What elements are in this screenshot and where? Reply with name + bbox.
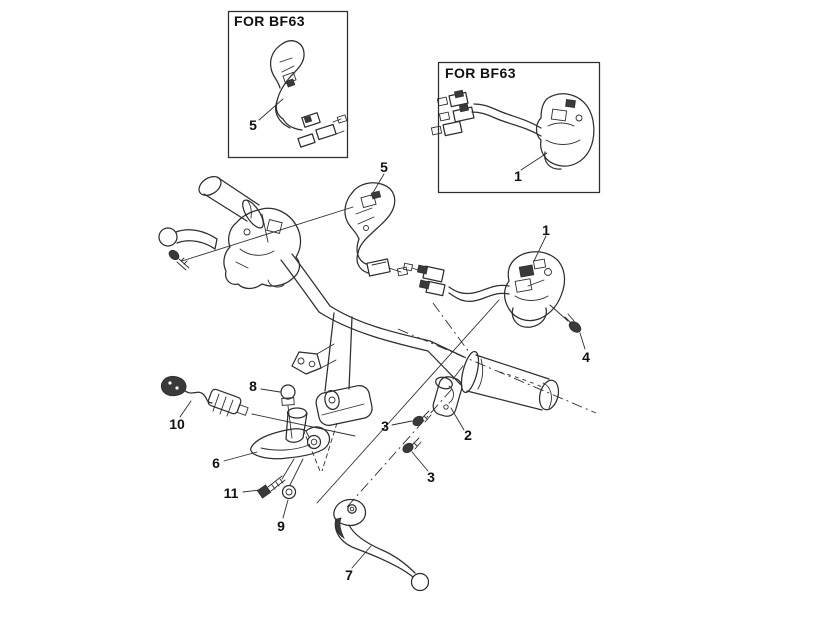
inset-left-title: FOR BF63 (234, 13, 305, 29)
callout-part-4: 4 (582, 349, 590, 365)
callout-part-6: 6 (212, 455, 220, 471)
callout-part-5-inset: 5 (249, 117, 257, 133)
switch-assembly-5 (181, 173, 409, 277)
switch-assembly-1 (316, 235, 566, 508)
callout-part-2: 2 (464, 427, 472, 443)
callout-part-9: 9 (277, 518, 285, 534)
callout-part-8: 8 (249, 378, 257, 394)
right-grip (460, 350, 560, 411)
inset-left-box (227, 10, 349, 159)
callout-part-5: 5 (380, 159, 388, 175)
lever-7 (333, 498, 430, 592)
callout-part-1: 1 (542, 222, 550, 238)
callout-part-11: 11 (223, 485, 239, 501)
callout-part-1-inset: 1 (514, 168, 522, 184)
callout-part-3-upper: 3 (381, 418, 389, 434)
handlebar-and-stem (280, 253, 597, 472)
lever-holder-6 (223, 384, 331, 519)
clamp-2-and-screws-3 (391, 365, 465, 472)
inset-right-box (430, 61, 601, 194)
inset-right-title: FOR BF63 (445, 65, 516, 81)
callout-part-3-lower: 3 (427, 469, 435, 485)
left-handlebar-assembly (158, 176, 302, 290)
callout-part-10: 10 (169, 416, 185, 432)
wire-switch-10 (160, 375, 356, 437)
callout-part-7: 7 (345, 567, 353, 583)
screw-4 (549, 304, 586, 350)
